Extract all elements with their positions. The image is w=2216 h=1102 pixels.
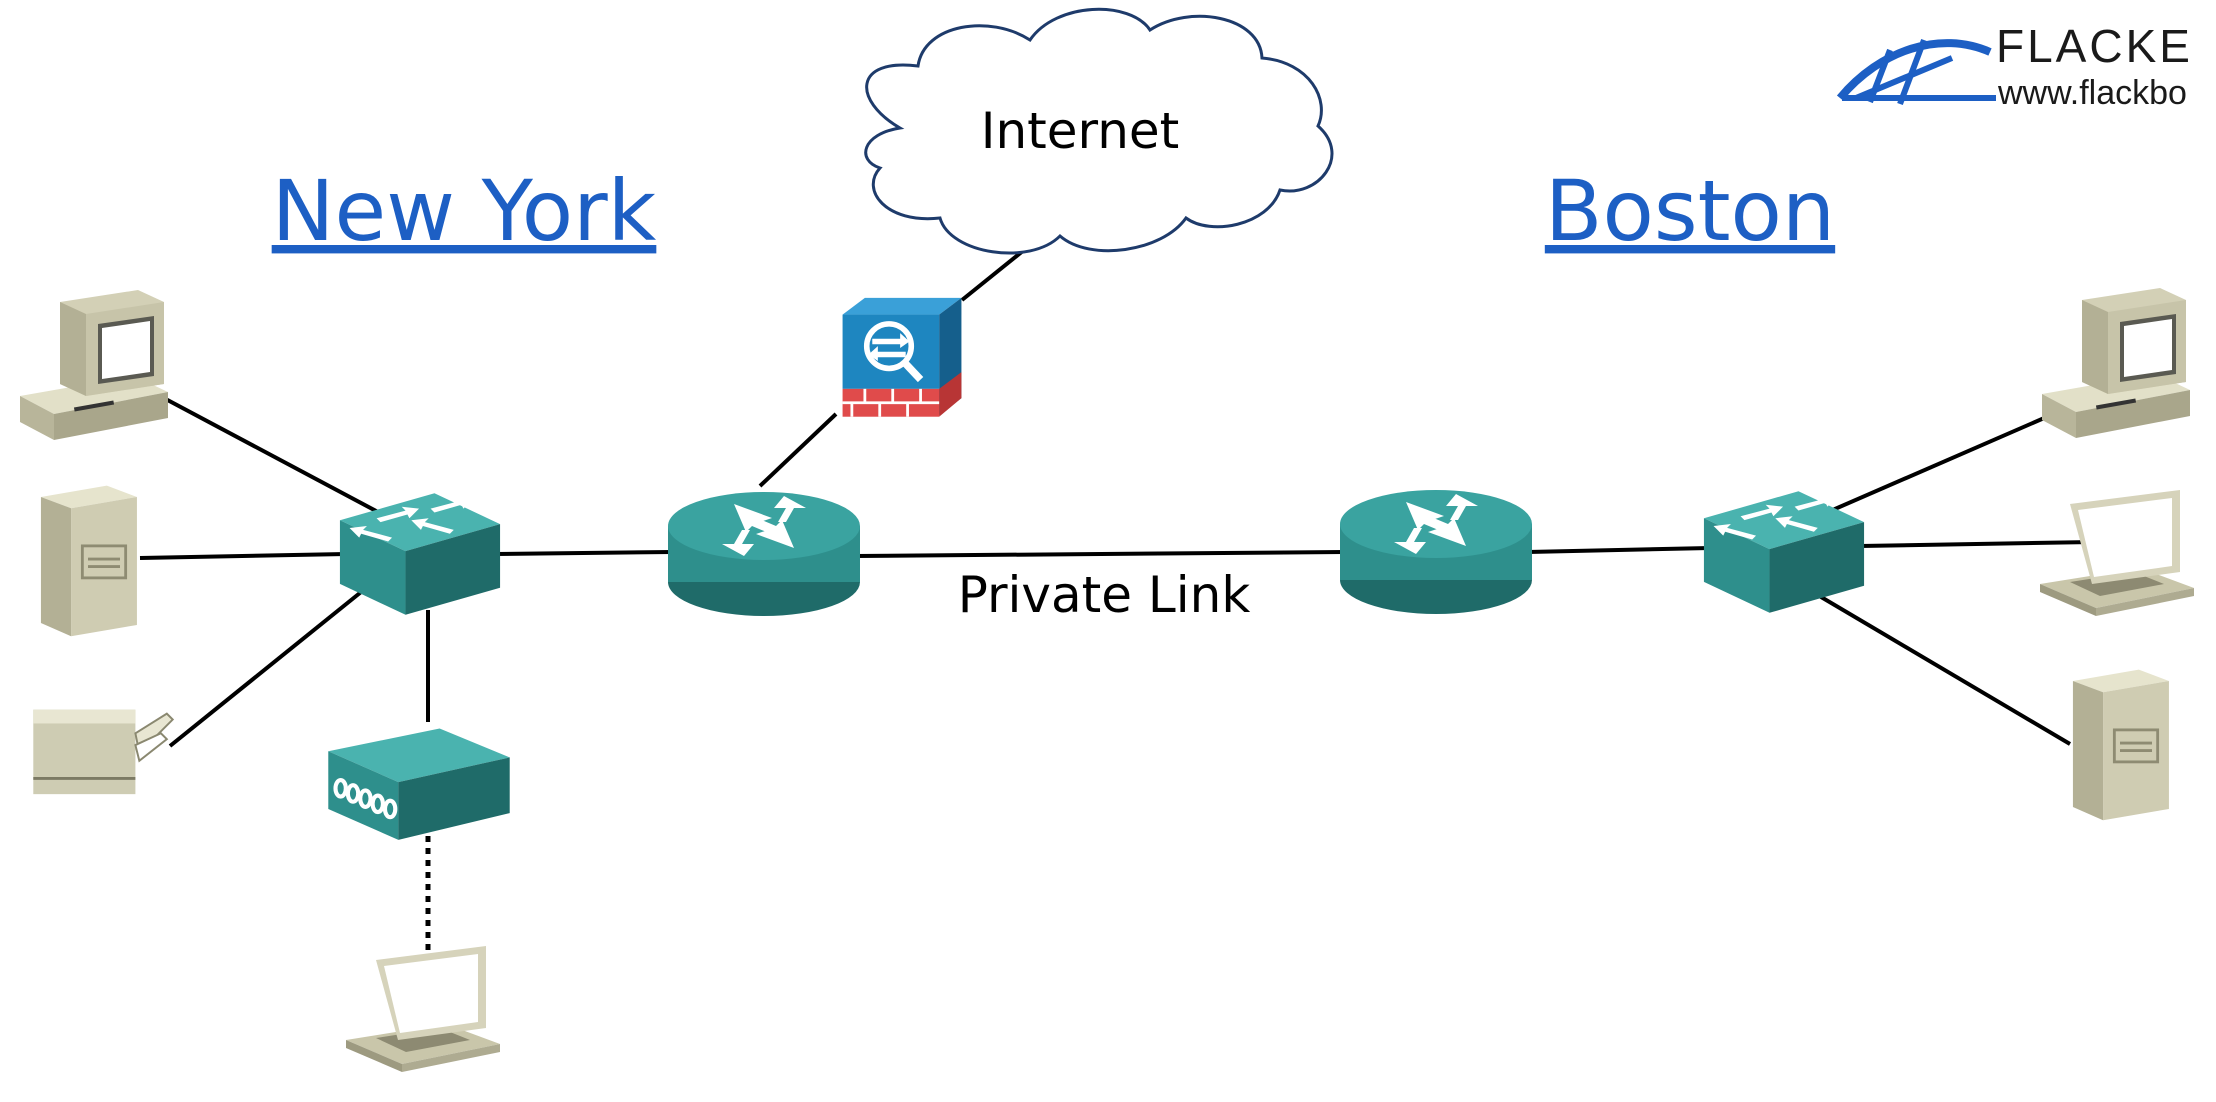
private-link: [855, 550, 1345, 558]
connections: [139, 240, 2095, 952]
site-label-boston: Boston: [1545, 162, 1835, 260]
printer-icon: [31, 708, 175, 796]
router-icon: [1340, 490, 1532, 614]
laptop-icon: [346, 946, 500, 1072]
cloud-icon: Internet: [864, 7, 1334, 255]
link-nyswitch-nyrouter: [495, 550, 673, 556]
laptop-icon: [2040, 490, 2194, 616]
server-icon: [39, 484, 139, 638]
wireless-access-point-icon: [328, 729, 509, 840]
router-icon: [668, 492, 860, 616]
flackbox-logo: FLACKE www.flackbo: [1836, 20, 2193, 112]
logo-name: FLACKE: [1996, 20, 2193, 72]
link-nypc-nyswitch: [159, 394, 379, 514]
bridge-logo-icon: [1836, 38, 1996, 106]
link-nyprinter-nyswitch: [168, 578, 378, 748]
link-bostonrouter-bostonswitch: [1527, 546, 1711, 554]
link-bostonswitch-bostonserver: [1814, 592, 2072, 746]
switch-icon: [339, 493, 501, 615]
site-label-new-york: New York: [272, 162, 657, 260]
switch-icon: [1703, 491, 1865, 613]
desktop-pc-icon: [20, 290, 168, 440]
link-nyrouter-firewall: [758, 412, 838, 488]
link-bostonswitch-bostonpc: [1827, 410, 2059, 514]
server-icon: [2071, 668, 2171, 822]
logo-url: www.flackbo: [1997, 74, 2187, 112]
link-nyserver-nyswitch: [139, 552, 347, 560]
private-link-label: Private Link: [958, 566, 1251, 624]
internet-label: Internet: [981, 102, 1180, 160]
link-bostonswitch-bostonlaptop: [1859, 540, 2095, 548]
firewall-icon: [843, 298, 962, 417]
desktop-pc-icon: [2042, 288, 2190, 438]
